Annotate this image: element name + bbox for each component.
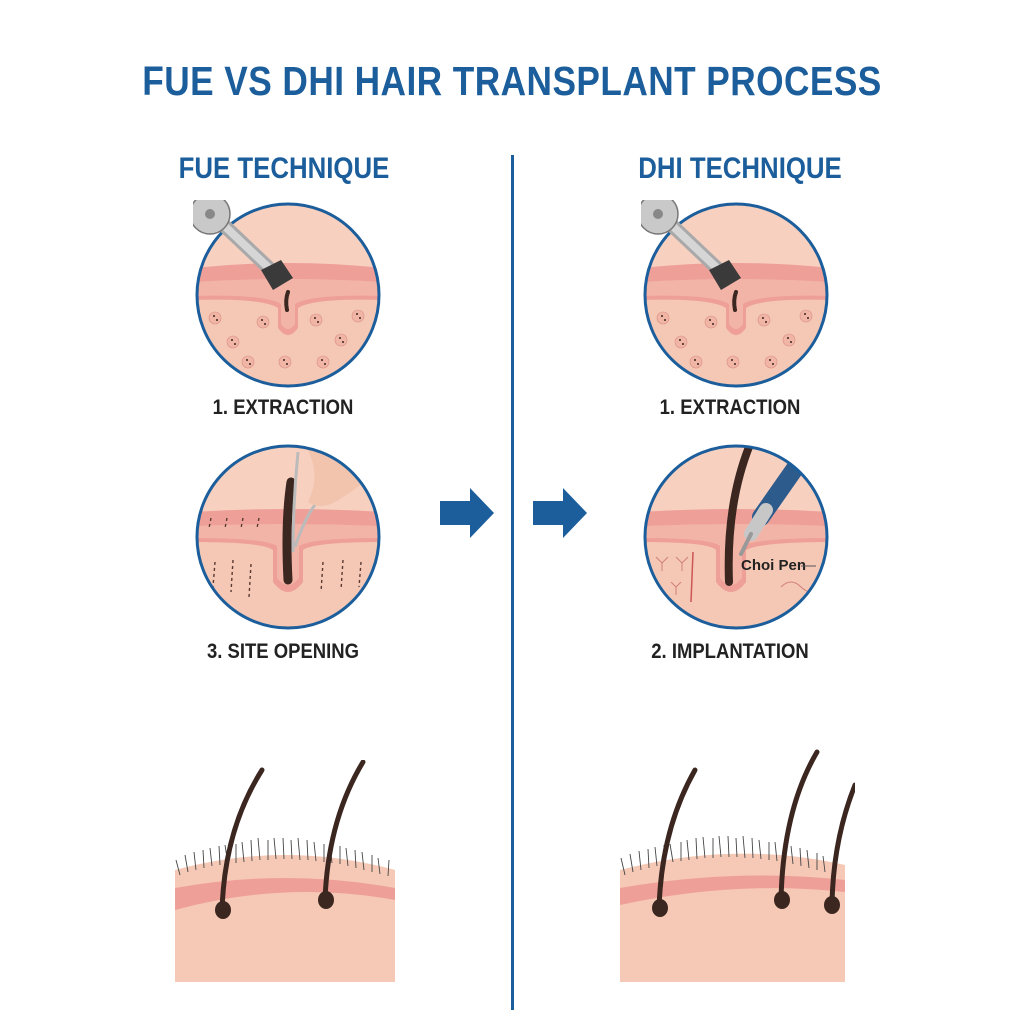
fue-step-1-label: 1. EXTRACTION [212,396,354,419]
forceps-site-opening-icon [195,444,381,630]
column-divider [511,155,514,1010]
choi-pen-implantation-icon: Choi Pen [643,444,829,630]
dhi-implantation-illustration: Choi Pen [641,442,831,632]
punch-extraction-icon [193,200,381,388]
page-title: FUE VS DHI HAIR TRANSPLANT PROCESS [142,58,882,104]
dhi-step-2-label: 2. IMPLANTATION [651,640,809,663]
arrow-right-icon [440,488,494,538]
scalp-result-three-grafts-icon [620,749,855,982]
fue-site-opening-illustration [193,442,383,632]
fue-heading: FUE TECHNIQUE [178,152,390,185]
fue-step-3-label: 3. SITE OPENING [207,640,359,663]
dhi-heading: DHI TECHNIQUE [638,152,842,185]
fue-extraction-illustration [193,200,383,390]
arrow-right-icon [533,488,587,538]
choi-pen-annotation: Choi Pen [741,557,806,574]
dhi-step-1-label: 1. EXTRACTION [659,396,801,419]
scalp-result-two-grafts-icon [175,760,395,982]
dhi-extraction-illustration [641,200,831,390]
punch-extraction-icon [641,200,829,388]
